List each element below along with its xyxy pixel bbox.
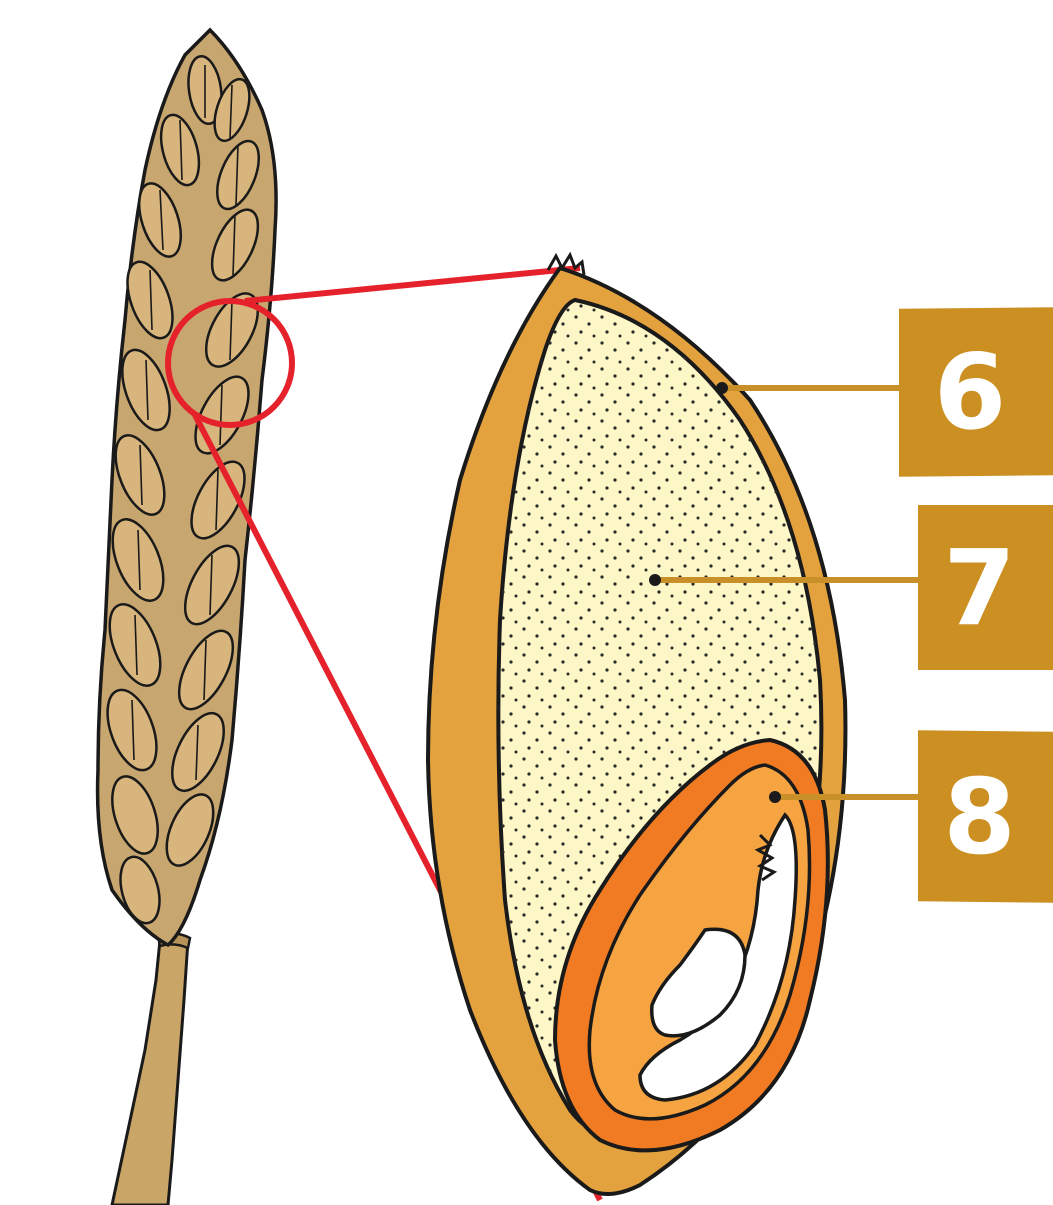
label-8-text: 8 — [943, 764, 1015, 869]
wheat-stem — [112, 940, 188, 1205]
label-box-6: 6 — [899, 307, 1053, 477]
label-box-8: 8 — [918, 730, 1053, 902]
zoom-line-top — [245, 268, 580, 301]
label-6-text: 6 — [934, 340, 1006, 445]
wheat-grain-cross-section-icon — [428, 255, 845, 1194]
label-7-text: 7 — [943, 536, 1015, 640]
pointer-dot-7 — [649, 574, 661, 586]
wheat-ear-icon — [98, 30, 277, 1205]
pointer-dot-6 — [716, 382, 728, 394]
label-box-7: 7 — [918, 505, 1053, 670]
pointer-dot-8 — [769, 791, 781, 803]
